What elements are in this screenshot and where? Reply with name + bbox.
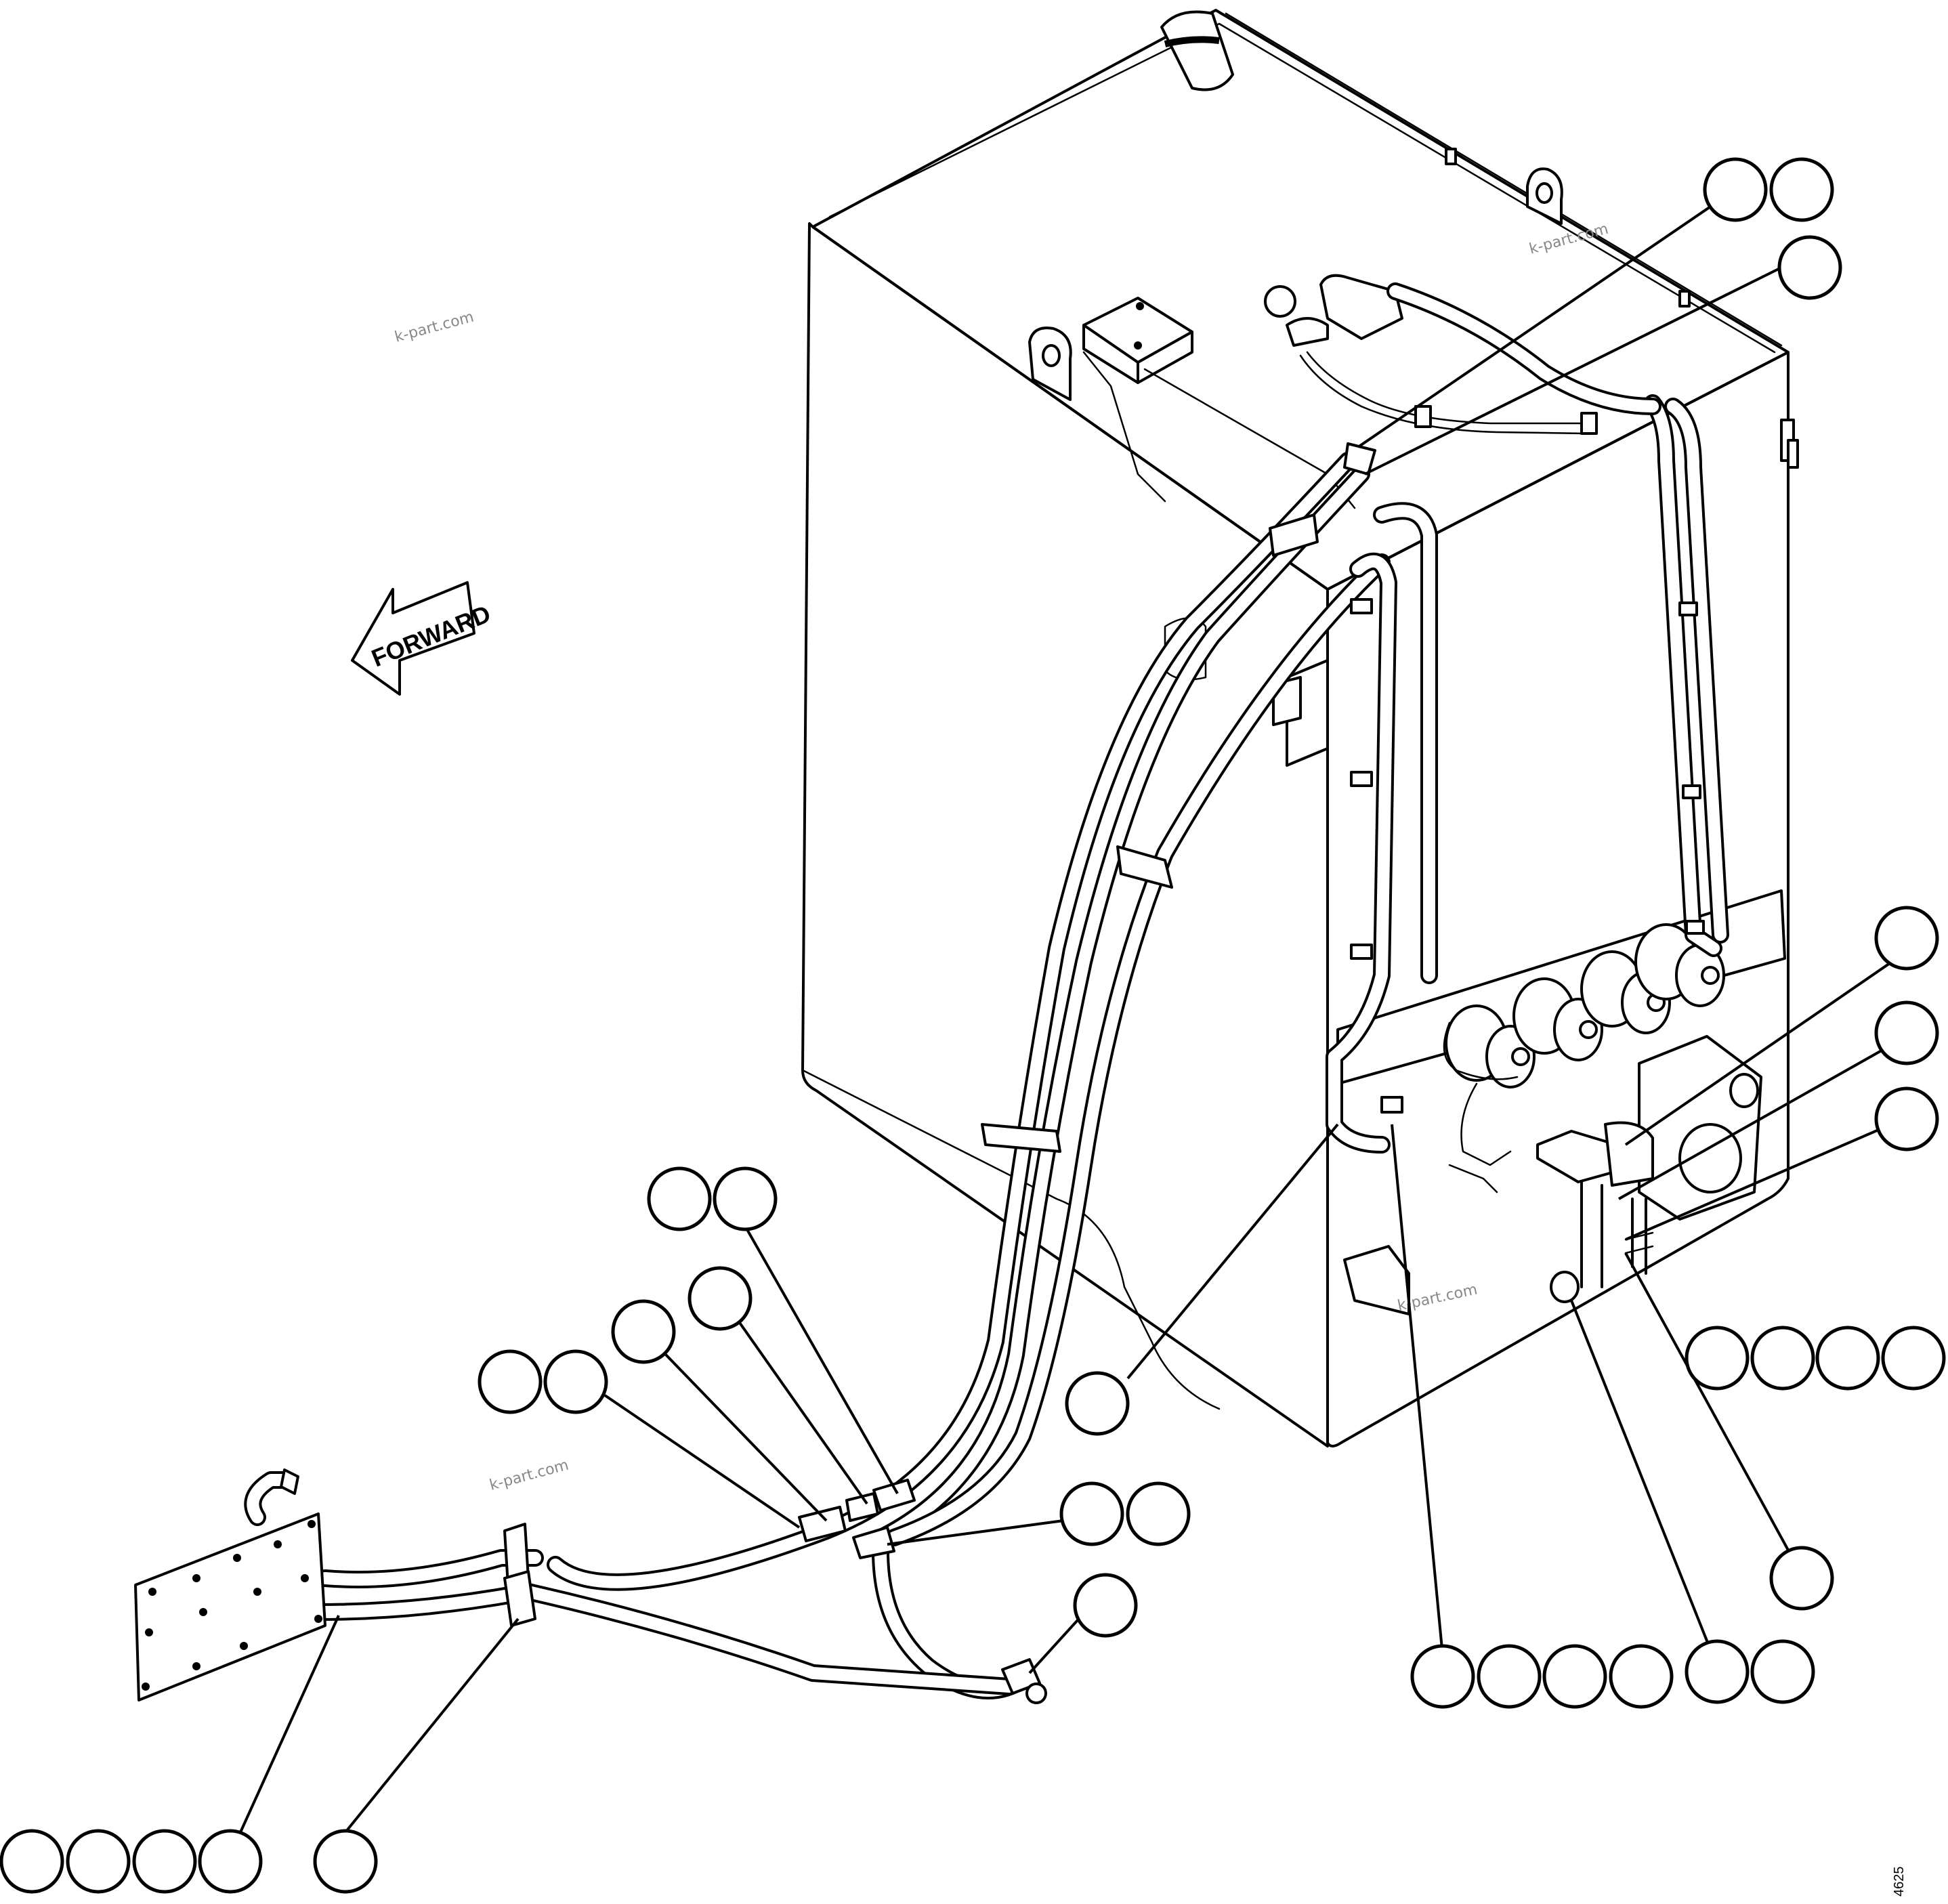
callout-circle bbox=[1874, 906, 1939, 971]
top-valve-assembly bbox=[1264, 274, 1586, 435]
hose-couplings bbox=[280, 442, 1376, 1704]
callout-circle bbox=[647, 1166, 712, 1231]
callout-circle bbox=[1815, 1326, 1880, 1391]
callout-circle bbox=[1703, 157, 1768, 222]
side-mount-bracket bbox=[1164, 617, 1329, 767]
callout-circle bbox=[1777, 235, 1842, 300]
callout-circle bbox=[1881, 1326, 1946, 1391]
callout-circle bbox=[1769, 157, 1834, 222]
callout-circle bbox=[1750, 1326, 1815, 1391]
level-sensor-box bbox=[1082, 297, 1356, 509]
callout-circle bbox=[1685, 1639, 1750, 1704]
callout-circle bbox=[611, 1299, 676, 1364]
callout-circle bbox=[713, 1166, 778, 1231]
callout-circle bbox=[313, 1829, 378, 1894]
filter-bank bbox=[1336, 889, 1786, 1303]
callout-circle bbox=[1874, 1000, 1939, 1065]
callout-circle bbox=[0, 1829, 64, 1894]
callout-circle bbox=[132, 1829, 197, 1894]
callout-circle bbox=[66, 1829, 131, 1894]
breather-cap bbox=[1160, 10, 1234, 91]
drawing-number: 4625 bbox=[1892, 1867, 1907, 1897]
callout-circle bbox=[687, 1266, 753, 1331]
callout-circle bbox=[1126, 1481, 1191, 1546]
cooler-plate bbox=[134, 1512, 326, 1701]
callout-circle bbox=[1685, 1326, 1750, 1391]
callout-circle bbox=[1874, 1086, 1939, 1151]
callout-circle bbox=[1542, 1644, 1607, 1709]
callout-circle bbox=[198, 1829, 263, 1894]
callout-circle bbox=[1769, 1546, 1834, 1611]
watermark-4: k-part.com bbox=[488, 1457, 570, 1494]
callout-circle bbox=[1410, 1644, 1475, 1709]
watermark-2: k-part.com bbox=[1527, 221, 1610, 258]
lifting-eye-right bbox=[1526, 167, 1563, 225]
callout-circle bbox=[1750, 1639, 1815, 1704]
watermark-1: k-part.com bbox=[393, 309, 475, 346]
leader-lines bbox=[239, 188, 1908, 1834]
callout-circle bbox=[478, 1349, 543, 1414]
hose-clamps bbox=[503, 405, 1705, 1627]
hoses bbox=[244, 282, 1729, 1699]
lifting-eye-left bbox=[1028, 326, 1072, 401]
callout-circle bbox=[1073, 1573, 1138, 1638]
forward-arrow: FORWARD bbox=[351, 581, 494, 696]
callout-circle bbox=[1065, 1371, 1130, 1436]
callouts bbox=[0, 157, 1946, 1894]
callout-circle bbox=[1059, 1481, 1124, 1546]
callout-circle bbox=[1609, 1644, 1674, 1709]
callout-circle bbox=[1477, 1644, 1542, 1709]
callout-circle bbox=[543, 1349, 608, 1414]
